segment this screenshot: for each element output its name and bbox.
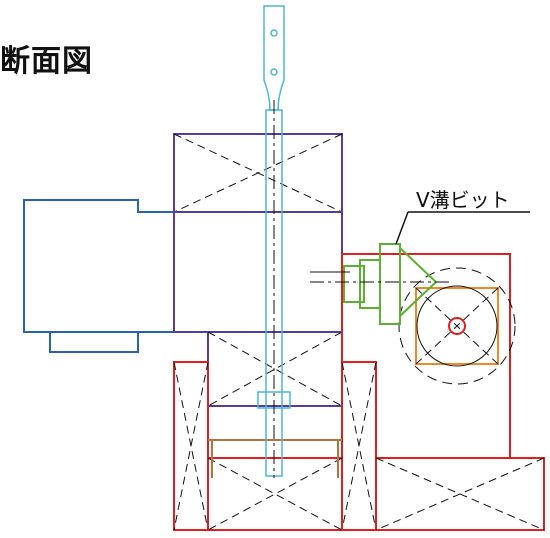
roller-outer-dashed	[398, 267, 516, 385]
handle-hole-lower	[270, 68, 278, 76]
bit-shank	[343, 265, 365, 303]
bit-cutter	[399, 245, 438, 319]
frame-bottom-beam-cross-b	[207, 457, 343, 531]
v-groove-bit	[310, 243, 452, 325]
frame-bottom-beam	[207, 457, 343, 531]
roller-inner	[416, 285, 498, 367]
upper-housing-cross-b	[173, 133, 343, 213]
roller-cross-b	[415, 287, 499, 365]
callout-label-v-groove-bit: V溝ビット	[416, 188, 510, 212]
bit-body	[379, 243, 401, 325]
page-title: 断面図	[0, 44, 93, 79]
handle-hole-upper	[270, 29, 278, 37]
motor-foot	[49, 331, 139, 353]
spindle-housing	[173, 133, 343, 407]
shaft-handle	[263, 5, 285, 111]
roller-axle	[448, 317, 466, 335]
roller-block	[415, 287, 499, 365]
frame-right-tower	[342, 253, 511, 458]
motor-outline	[23, 199, 175, 333]
spindle-shaft	[257, 5, 291, 478]
frame-center-post-cross-b	[341, 361, 377, 531]
roller-assembly	[398, 267, 516, 385]
callout-leader	[395, 211, 530, 245]
motor-body	[23, 199, 175, 353]
brown-table	[208, 439, 342, 478]
red-frame	[173, 253, 545, 531]
frame-left-post-cross-b	[173, 361, 209, 531]
frame-bottom-beam-cross-a	[207, 457, 343, 531]
frame-right-beam-cross-b	[375, 457, 545, 531]
callout-pointer	[395, 211, 409, 245]
